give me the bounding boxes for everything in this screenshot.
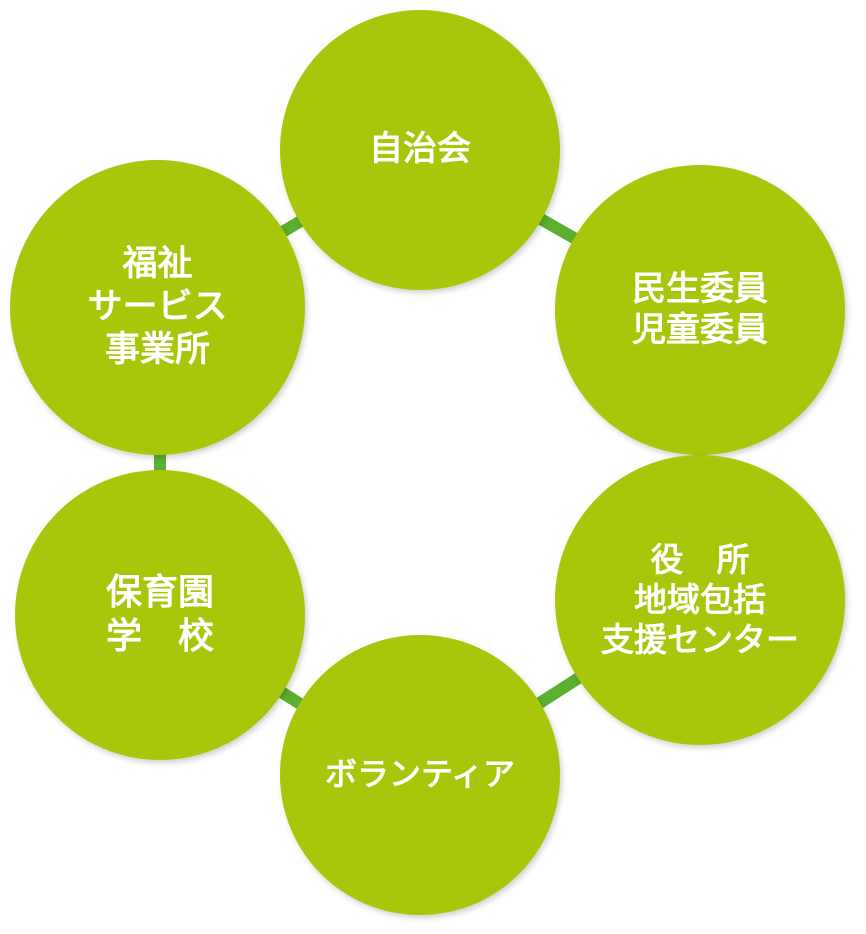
node-minsei-line-1: 民生委員 <box>632 268 768 309</box>
node-yakusho-line-2: 地域包括 <box>634 579 766 619</box>
node-minsei-line-2: 児童委員 <box>632 310 768 350</box>
node-yakusho-line-1: 役 所 <box>650 539 750 579</box>
node-hoikuen-line-2: 学 校 <box>105 616 214 657</box>
node-jichikai-line-1: 自治会 <box>369 129 471 170</box>
node-hoikuen-line-1: 保育園 <box>105 572 214 614</box>
node-fukushi-line-3: 事業所 <box>104 329 210 370</box>
node-fukushi-line-1: 福祉 <box>122 244 193 285</box>
node-fukushi-line-2: サービス <box>87 287 228 328</box>
node-jichikai: 自治会 <box>280 10 560 290</box>
node-fukushi: 福祉 サービス 事業所 <box>10 160 305 455</box>
node-yakusho-line-3: 支援センター <box>601 620 799 660</box>
node-volunteer-line-1: ボランティア <box>324 755 516 794</box>
node-yakusho: 役 所 地域包括 支援センター <box>555 455 845 745</box>
node-volunteer: ボランティア <box>280 635 560 915</box>
node-minsei: 民生委員 児童委員 <box>555 165 845 455</box>
node-hoikuen: 保育園 学 校 <box>15 470 305 760</box>
